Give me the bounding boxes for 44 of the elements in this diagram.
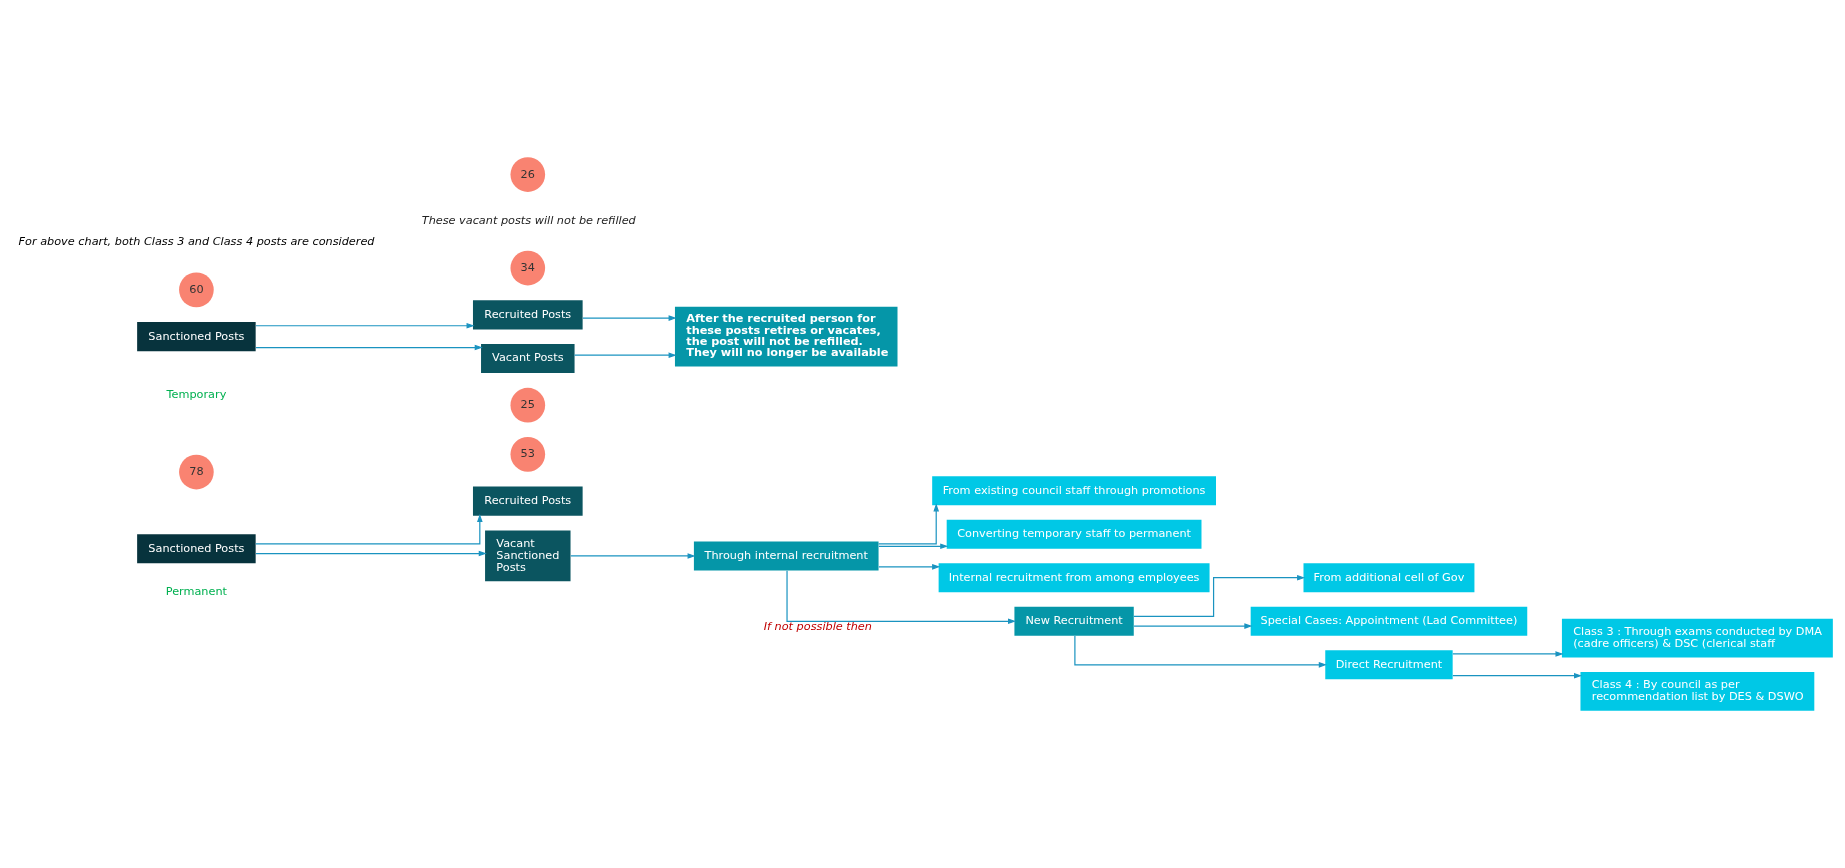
arrow bbox=[878, 543, 949, 550]
node-circle: 34 bbox=[510, 250, 546, 286]
arrow bbox=[570, 553, 696, 559]
node-circle: 60 bbox=[179, 272, 214, 308]
arrow bbox=[1452, 651, 1564, 657]
node-box: Direct Recruitment bbox=[1325, 650, 1453, 680]
node-box: Sanctioned Posts bbox=[137, 322, 256, 352]
node-label: Temporary bbox=[166, 388, 227, 402]
arrow bbox=[1452, 672, 1583, 679]
node-box: Through internal recruitment bbox=[693, 541, 879, 571]
node-box: Internal recruitment from among employees bbox=[938, 563, 1210, 593]
arrow bbox=[878, 503, 940, 545]
node-box: New Recruitment bbox=[1014, 606, 1134, 636]
node-box: Vacant Posts bbox=[481, 343, 575, 373]
node-box: From additional cell of Gov bbox=[1303, 563, 1475, 593]
node-box: Sanctioned Posts bbox=[137, 534, 256, 564]
node-box: Converting temporary staff to permanent bbox=[946, 519, 1202, 549]
arrow bbox=[582, 315, 677, 321]
node-box: Class 4 : By council as per recommendation list by DES & DSWO bbox=[1580, 672, 1815, 711]
node-box: Special Cases: Appointment (Lad Committee) bbox=[1250, 606, 1528, 636]
node-box: Recruited Posts bbox=[472, 486, 583, 516]
node-label: These vacant posts will not be refilled bbox=[421, 213, 636, 227]
node-circle: 25 bbox=[510, 387, 546, 423]
node-circle: 78 bbox=[179, 454, 214, 490]
node-circle: 53 bbox=[510, 437, 546, 472]
arrow bbox=[1133, 574, 1306, 618]
label: For above chart, both Class 3 and Class 4 posts are considered bbox=[18, 235, 375, 249]
node-label: Permanent bbox=[165, 585, 228, 599]
arrow bbox=[255, 322, 475, 329]
arrow bbox=[255, 344, 483, 351]
node-box: From existing council staff through promotions bbox=[932, 476, 1216, 506]
arrow bbox=[1074, 635, 1327, 668]
arrow bbox=[786, 570, 1017, 625]
arrow bbox=[574, 352, 677, 358]
arrow bbox=[255, 514, 483, 545]
node-box: Vacant Sanctioned Posts bbox=[485, 530, 571, 582]
node-box: After the recruited person for these posts retires or vacates, the post will not be refilled. They will no longer be available bbox=[674, 306, 898, 367]
node-box: Class 3 : Through exams conducted by DMA (cadre officers) & DSC (clerical staff bbox=[1561, 618, 1833, 658]
node-box: Recruited Posts bbox=[472, 300, 583, 330]
edge-label: If not possible then bbox=[763, 619, 872, 633]
arrow bbox=[878, 564, 941, 570]
node-circle: 26 bbox=[510, 157, 546, 192]
arrow bbox=[1133, 623, 1253, 629]
arrow bbox=[255, 550, 487, 557]
